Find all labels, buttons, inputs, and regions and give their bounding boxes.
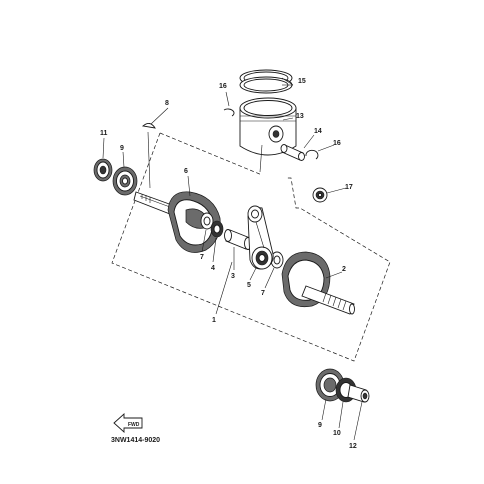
collar-part: [347, 384, 370, 403]
callout-2: 2: [342, 266, 346, 273]
callout-9-right: 9: [318, 422, 322, 429]
callout-14: 14: [314, 128, 322, 135]
connecting-rod-part: [247, 205, 274, 270]
forward-arrow-icon: FWD: [113, 412, 143, 434]
circlip-right-part: [305, 149, 319, 160]
big-end-bearing-part: [210, 220, 224, 238]
callout-1: 1: [212, 317, 216, 324]
callout-16-left: 16: [219, 83, 227, 90]
callout-3: 3: [231, 273, 235, 280]
callout-15: 15: [298, 78, 306, 85]
callout-7-right: 7: [261, 290, 265, 297]
catalog-code: 3NW1414-9020: [111, 437, 160, 444]
bearing-left-part: [112, 166, 138, 196]
circlip-left-part: [223, 108, 235, 117]
woodruff-key-part: [141, 123, 156, 189]
callout-labels: 15 16 13 14 16 17 8 11 9 6 7 4 3 5 7 2 1…: [100, 78, 357, 450]
callout-leaders: [102, 77, 363, 441]
piston-part: [239, 97, 297, 173]
thrust-washer-right-part: [270, 251, 284, 269]
crank-pin-part: [224, 229, 252, 250]
callout-11: 11: [100, 130, 108, 137]
fwd-label: FWD: [128, 422, 140, 428]
callout-17: 17: [345, 184, 353, 191]
piston-rings-part: [239, 69, 293, 94]
callout-10: 10: [333, 430, 341, 437]
callout-5: 5: [247, 282, 251, 289]
callout-12: 12: [349, 443, 357, 450]
callout-6: 6: [184, 168, 188, 175]
small-end-bearing-part: [312, 187, 328, 203]
oil-seal-left-part: [93, 158, 113, 182]
callout-16-right: 16: [333, 140, 341, 147]
thrust-washer-left-part: [200, 212, 214, 230]
callout-8: 8: [165, 100, 169, 107]
callout-9-left: 9: [120, 145, 124, 152]
callout-4: 4: [211, 265, 215, 272]
crank-half-right-part: [281, 251, 355, 315]
assembly-boundary: [111, 132, 391, 362]
callout-13: 13: [296, 113, 304, 120]
callout-7-left: 7: [200, 254, 204, 261]
piston-pin-part: [280, 144, 305, 161]
